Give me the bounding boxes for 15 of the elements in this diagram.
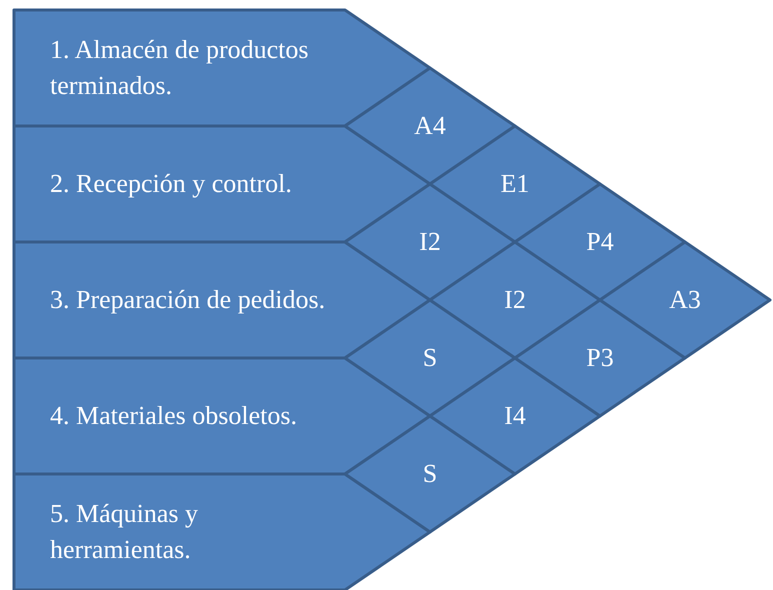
rating-code: S xyxy=(422,342,438,374)
rating-code: I2 xyxy=(419,226,441,258)
activity-label: 1. Almacén de productos terminados. xyxy=(50,34,310,102)
rating-code: I2 xyxy=(504,284,526,316)
rating-code: P4 xyxy=(586,226,614,258)
rating-code: I4 xyxy=(504,400,526,432)
rating-code: P3 xyxy=(586,342,614,374)
rating-code: A3 xyxy=(669,284,701,316)
rating-code: E1 xyxy=(500,168,530,200)
rating-code: A4 xyxy=(414,110,446,142)
rating-code: S xyxy=(422,458,438,490)
activity-label: 4. Materiales obsoletos. xyxy=(50,400,298,432)
activity-label: 5. Máquinas y herramientas. xyxy=(50,498,200,566)
activity-label: 2. Recepción y control. xyxy=(50,168,293,200)
activity-label: 3. Preparación de pedidos. xyxy=(50,284,326,316)
